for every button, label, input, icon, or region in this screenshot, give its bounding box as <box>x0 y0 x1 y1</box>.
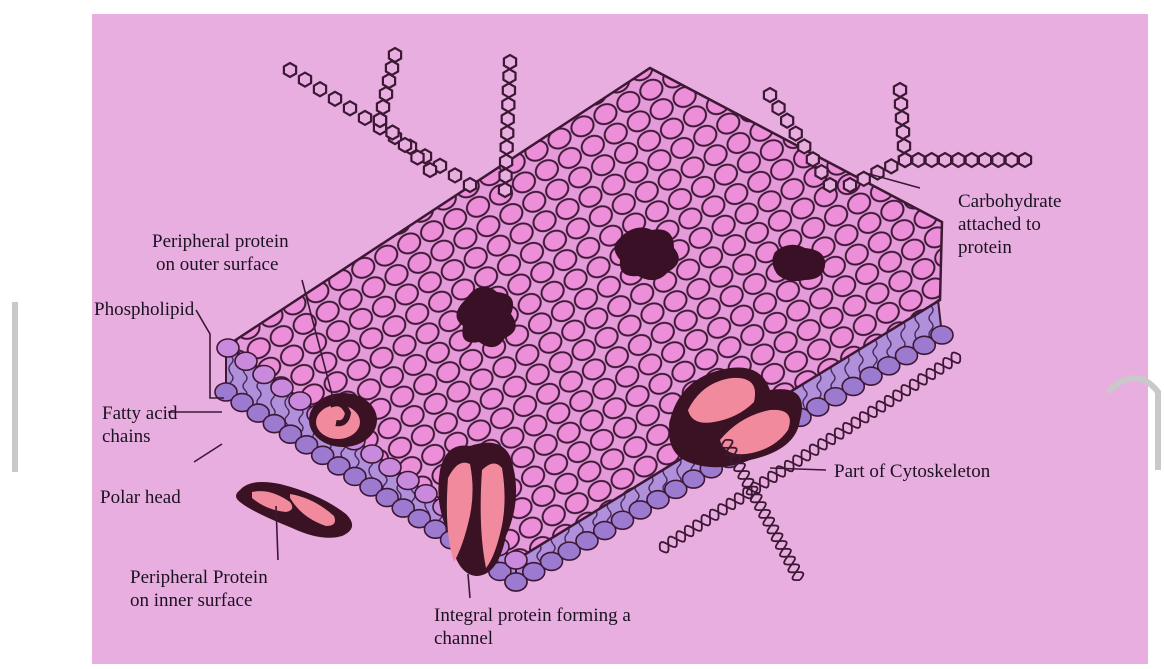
label-integral-channel: Integral protein forming a channel <box>434 604 631 650</box>
label-phospholipid: Phospholipid <box>94 298 194 321</box>
sugar-ring <box>284 63 296 77</box>
sugar-ring <box>894 83 906 97</box>
sugar-ring <box>824 178 836 192</box>
sugar-ring <box>424 163 436 177</box>
polar-head-circle <box>271 379 293 397</box>
label-carbohydrate-line2: attached to <box>958 213 1061 236</box>
sugar-ring <box>504 55 516 69</box>
sugar-ring <box>897 125 909 139</box>
sugar-ring <box>411 151 423 165</box>
label-peripheral-inner-line2: on inner surface <box>130 589 268 612</box>
sugar-ring <box>790 127 802 141</box>
sugar-ring <box>329 92 341 106</box>
polar-head-circle <box>361 445 383 463</box>
label-fatty-acid: Fatty acid chains <box>102 402 177 448</box>
polar-head-circle <box>253 366 275 384</box>
sugar-ring <box>912 153 924 167</box>
polar-head-circle <box>217 339 239 357</box>
polar-head-circle <box>379 458 401 476</box>
sugar-ring <box>380 87 392 101</box>
label-peripheral-outer: Peripheral protein on outer surface <box>152 230 289 276</box>
label-carbohydrate-line3: protein <box>958 236 1061 259</box>
sugar-ring <box>386 126 398 140</box>
sugar-ring <box>896 111 908 125</box>
sugar-ring <box>449 168 461 182</box>
polar-head-circle <box>289 392 311 410</box>
sugar-ring <box>844 178 856 192</box>
sugar-ring <box>500 169 512 183</box>
peripheral-protein-outer <box>309 393 377 447</box>
sugar-ring <box>885 159 897 173</box>
polar-head-circle <box>235 352 257 370</box>
sugar-ring <box>501 126 513 140</box>
polar-head-circle <box>415 485 437 503</box>
sugar-ring <box>798 139 810 153</box>
label-peripheral-outer-line2: on outer surface <box>152 253 289 276</box>
sugar-ring <box>815 165 827 179</box>
sugar-ring <box>807 152 819 166</box>
sugar-ring <box>952 153 964 167</box>
label-carbohydrate-line1: Carbohydrate <box>958 190 1061 213</box>
label-integral-channel-line1: Integral protein forming a <box>434 604 631 627</box>
sugar-ring <box>386 61 398 75</box>
sugar-ring <box>499 183 511 197</box>
sugar-ring <box>781 114 793 128</box>
polar-head-circle <box>931 326 953 344</box>
label-carbohydrate: Carbohydrate attached to protein <box>958 190 1061 259</box>
sugar-ring <box>314 82 326 96</box>
label-peripheral-inner-line1: Peripheral Protein <box>130 566 268 589</box>
sugar-ring <box>377 100 389 114</box>
sugar-ring <box>898 139 910 153</box>
sugar-ring <box>500 155 512 169</box>
sugar-ring <box>464 178 476 192</box>
sugar-ring <box>503 69 515 83</box>
sugar-ring <box>979 153 991 167</box>
sugar-ring <box>926 153 938 167</box>
sugar-ring <box>501 140 513 154</box>
sugar-ring <box>966 153 978 167</box>
label-integral-channel-line2: channel <box>434 627 631 650</box>
sugar-ring <box>899 153 911 167</box>
sugar-ring <box>1019 153 1031 167</box>
sugar-ring <box>389 48 401 62</box>
sugar-ring <box>374 113 386 127</box>
label-cytoskeleton: Part of Cytoskeleton <box>834 460 990 483</box>
sugar-ring <box>399 138 411 152</box>
sugar-ring <box>939 153 951 167</box>
polar-head-circle <box>397 472 419 490</box>
sugar-ring <box>895 97 907 111</box>
sugar-ring <box>344 101 356 115</box>
polar-head-circle <box>505 551 527 569</box>
sugar-ring <box>502 112 514 126</box>
sugar-ring <box>503 83 515 97</box>
label-fatty-acid-line2: chains <box>102 425 177 448</box>
label-peripheral-inner: Peripheral Protein on inner surface <box>130 566 268 612</box>
sugar-ring <box>359 111 371 125</box>
sugar-ring <box>992 153 1004 167</box>
label-peripheral-outer-line1: Peripheral protein <box>152 230 289 253</box>
sugar-ring <box>1006 153 1018 167</box>
sugar-ring <box>502 98 514 112</box>
label-polar-head: Polar head <box>100 486 181 509</box>
sugar-ring <box>764 88 776 102</box>
sugar-ring <box>773 101 785 115</box>
label-fatty-acid-line1: Fatty acid <box>102 402 177 425</box>
sugar-ring <box>383 74 395 88</box>
sugar-ring <box>299 73 311 87</box>
